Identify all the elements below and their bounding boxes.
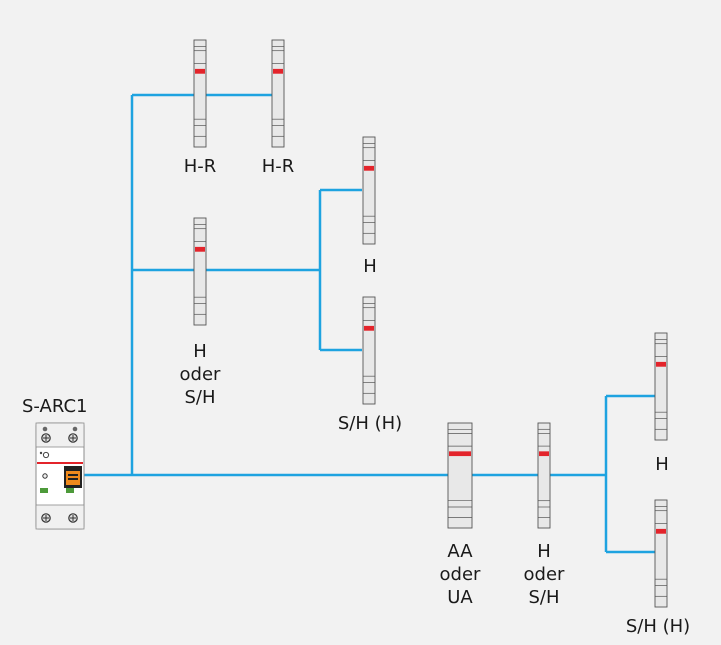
label-s-h-h-lower: S/H (H) [625,616,691,637]
wire-lower-split [604,394,655,554]
h-r-module-2-icon [271,39,285,148]
label-s-h-h-upper: S/H (H) [337,413,403,434]
label-h-lower: H [655,454,669,475]
h-module-upper-icon [362,136,376,245]
h-module-lower-icon [654,332,668,441]
label-h-r-2: H-R [261,156,295,177]
s-h-h-module-upper-icon [362,296,376,405]
label-aa-oder-ua: AA oder UA [439,541,481,608]
h-oder-s-h-upper-module-icon [193,217,207,326]
label-h-upper: H [363,256,377,277]
label-h-r-1: H-R [183,156,217,177]
aa-oder-ua-module-icon [447,422,473,529]
wire-middle-split [318,188,362,352]
h-oder-s-h-lower-module-icon [537,422,551,529]
s-arc1-breaker-icon [35,422,85,530]
label-s-arc1: S-ARC1 [22,396,88,417]
label-h-oder-s-h-upper: H oder S/H [179,341,221,408]
label-h-oder-s-h-lower: H oder S/H [523,541,565,608]
s-h-h-module-lower-icon [654,499,668,608]
h-r-module-1-icon [193,39,207,148]
